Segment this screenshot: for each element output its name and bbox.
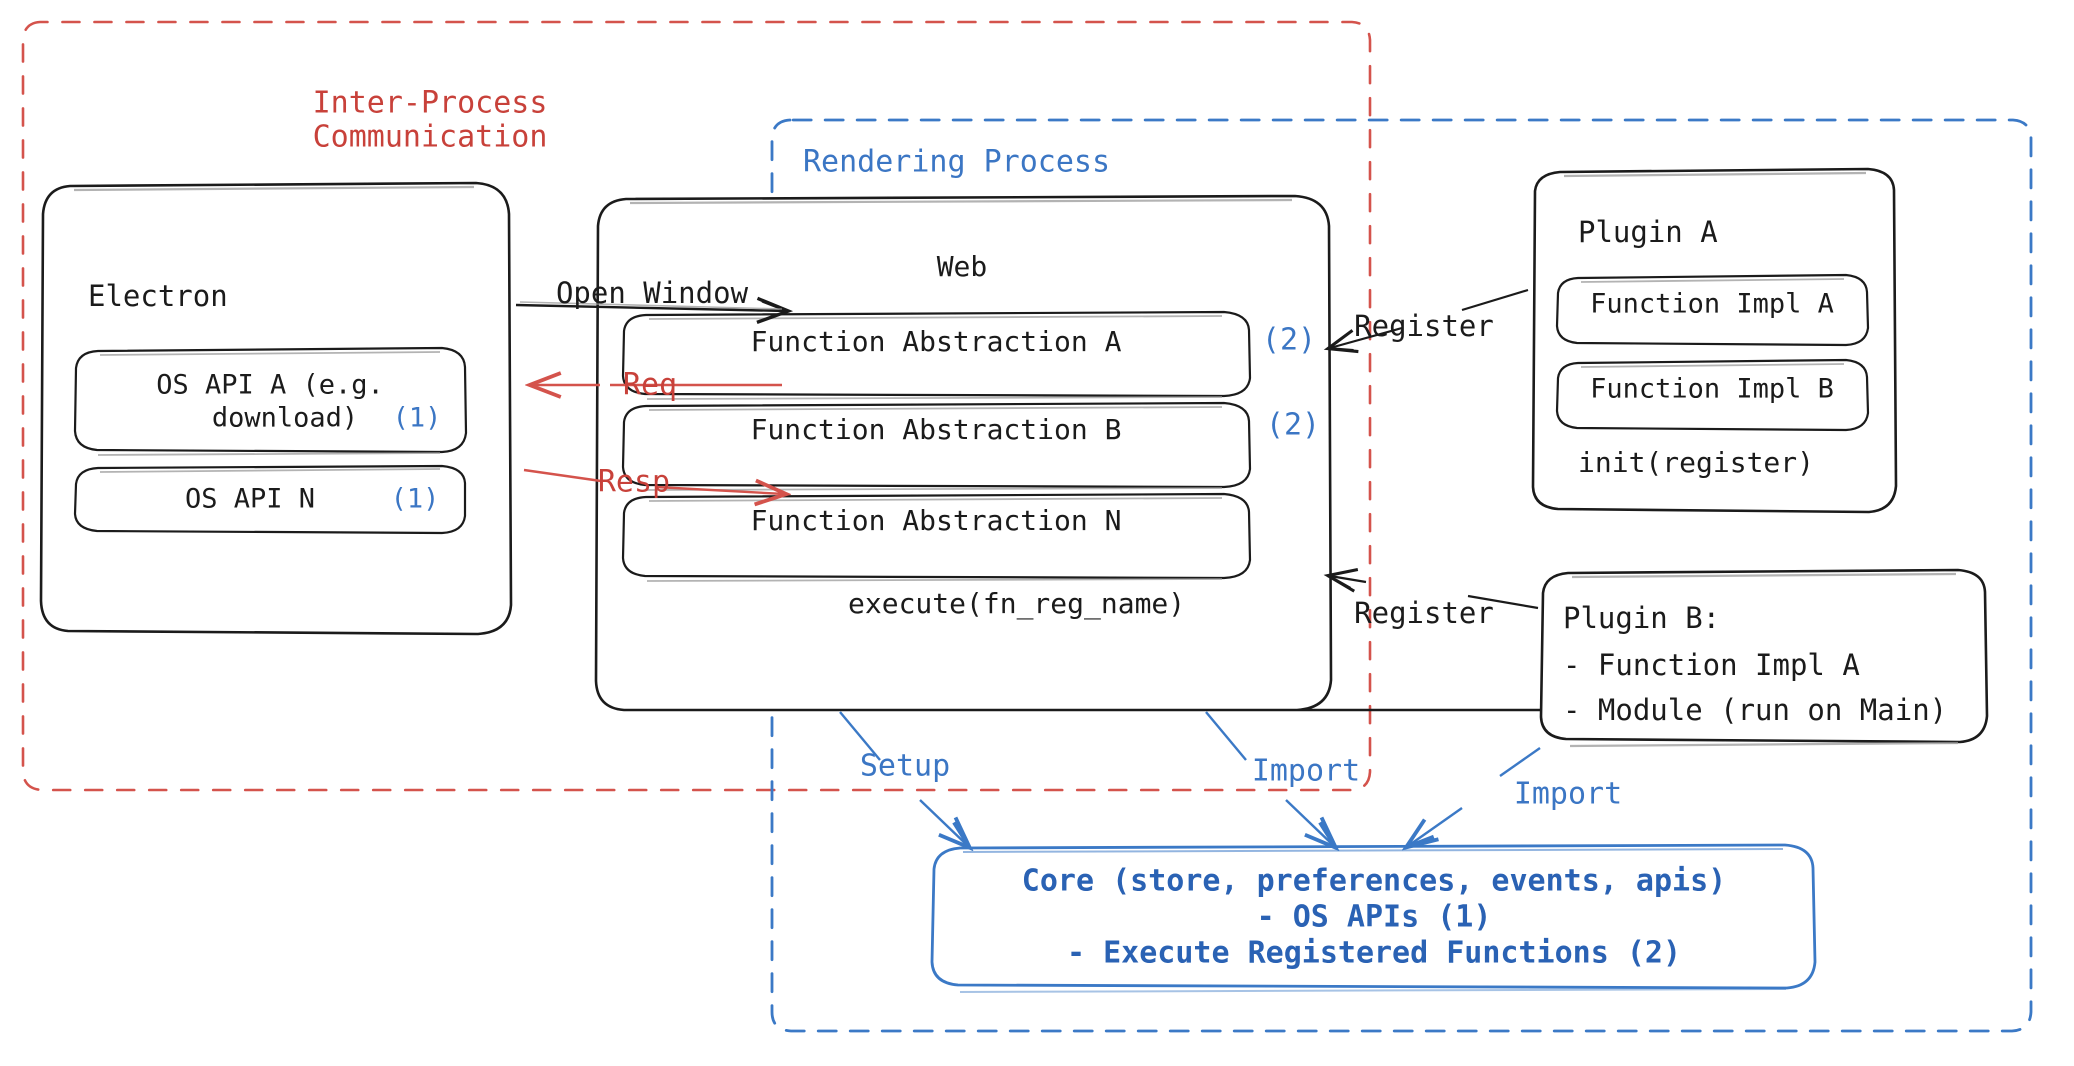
web-footer: execute(fn_reg_name) [848,587,1185,621]
os-api-n-marker: (1) [391,484,440,515]
plugin-b-box [1539,568,1989,748]
arrow-label-resp: Resp [598,465,670,500]
plugin-a-impl-a-label: Function Impl A [1590,289,1834,320]
arrow-label-register-a: Register [1354,309,1494,343]
ipc-label-line2: Communication [313,120,548,155]
web-box [594,194,1626,712]
os-api-a-label-line1: OS API A (e.g. [156,370,384,401]
os-api-a-label-line2: download) [212,403,358,434]
arrow-import-web [1205,711,1334,846]
function-abstraction-b-box [621,401,1252,491]
plugin-a-box [1531,167,1898,514]
plugin-a-footer: init(register) [1578,446,1814,479]
arrow-open-window [515,296,794,324]
core-line-0: Core (store, preferences, events, apis) [1022,864,1726,899]
plugin-b-item-1: - Module (run on Main) [1563,693,1947,727]
os-api-a-box [73,346,468,456]
electron-box [39,181,513,636]
arrow-import-plugin [1408,747,1541,846]
arrow-setup [839,711,968,846]
arrow-register-b [1323,567,1539,610]
plugin-b-title: Plugin B: [1563,601,1720,635]
function-abstraction-a-box [621,310,1252,400]
rendering-process-label: Rendering Process [803,145,1110,180]
function-abstraction-a-label: Function Abstraction A [751,325,1122,358]
function-abstraction-a-marker: (2) [1262,323,1316,358]
electron-title: Electron [88,279,228,313]
arrow-label-setup: Setup [860,749,950,784]
function-abstraction-b-label: Function Abstraction B [751,413,1122,446]
ipc-label-line1: Inter-Process [313,86,548,121]
arrow-register-a [1323,288,1529,354]
os-api-n-box [73,464,467,535]
plugin-a-title: Plugin A [1578,215,1718,249]
os-api-a-marker: (1) [393,403,442,434]
arrow-label-req: Req [623,368,677,403]
core-line-1: - OS APIs (1) [1257,900,1492,935]
rendering-process-region [770,118,2033,1033]
arrow-label-register-b: Register [1354,596,1494,630]
arrow-label-import-web: Import [1252,754,1360,789]
plugin-b-item-0: - Function Impl A [1563,648,1860,682]
function-impl-b-box [1555,358,1870,432]
arrow-resp [523,468,784,494]
core-line-2: - Execute Registered Functions (2) [1067,936,1681,971]
function-abstraction-b-marker: (2) [1266,408,1320,443]
plugin-a-impl-b-label: Function Impl B [1590,374,1834,405]
arrow-label-import-plugin: Import [1514,777,1622,812]
core-box [930,843,1817,993]
function-abstraction-n-box [621,492,1252,582]
function-abstraction-n-label: Function Abstraction N [751,504,1122,537]
os-api-n-label: OS API N [185,484,315,515]
function-impl-a-box [1555,273,1870,347]
web-title: Web [937,250,988,283]
arrow-label-open-window: Open Window [556,276,749,310]
